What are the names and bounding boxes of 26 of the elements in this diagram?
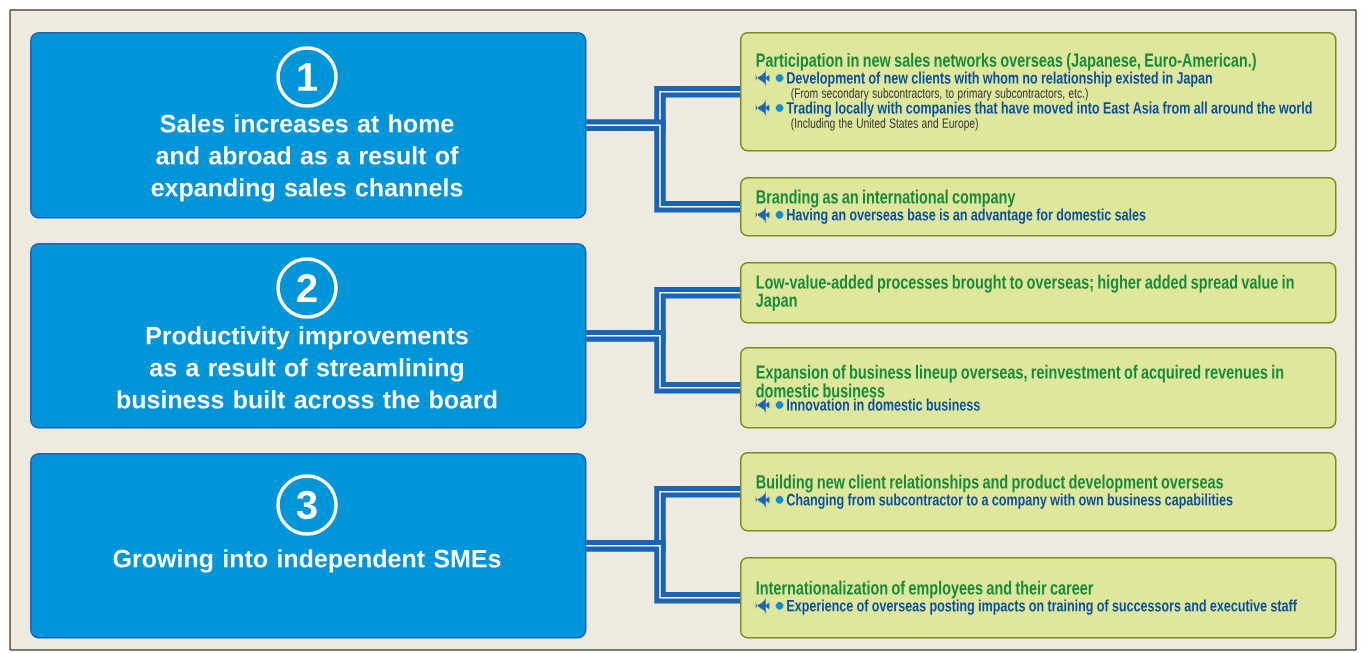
box-title: Sales increases at home and abroad as a result of expanding sales channels bbox=[151, 114, 463, 202]
heading: Branding as an international company bbox=[756, 189, 1016, 208]
bullet-text: Changing from subcontractor to a company with own business capabilities bbox=[786, 493, 1233, 509]
note: (From secondary subcontractors, to primary subcontractors, etc.) bbox=[791, 88, 1088, 101]
bullet-text: Trading locally with companies that have moved into East Asia from all around the world bbox=[786, 101, 1312, 117]
box-title: Growing into independent SMEs bbox=[113, 549, 501, 573]
heading: Internationalization of employees and their career bbox=[756, 580, 1094, 599]
heading: Expansion of business lineup overseas, reinvestment of acquired revenues in domestic business bbox=[756, 364, 1284, 398]
connector bbox=[585, 540, 741, 604]
heading: Participation in new sales networks overseas (Japanese, Euro-American.) bbox=[756, 52, 1256, 71]
bullet-text: Experience of overseas posting impacts on training of successors and executive staff bbox=[787, 599, 1297, 615]
heading: Building new client relationships and product development overseas bbox=[756, 474, 1223, 493]
bullet-text: Development of new clients with whom no relationship existed in Japan bbox=[787, 71, 1212, 87]
info-box bbox=[740, 452, 1337, 532]
bullet-text: Innovation in domestic business bbox=[787, 398, 980, 411]
info-box bbox=[740, 32, 1337, 152]
bullet-text: Having an overseas base is an advantage for domestic sales bbox=[787, 208, 1146, 224]
info-box bbox=[740, 262, 1337, 324]
info-box bbox=[740, 347, 1337, 429]
connector bbox=[585, 330, 741, 394]
connector bbox=[585, 119, 741, 213]
note: (Including the United States and Europe) bbox=[791, 118, 978, 131]
info-box bbox=[740, 557, 1337, 639]
heading: Low-value-added processes brought to overseas; higher added spread value in Japan bbox=[756, 274, 1294, 311]
box-title: Productivity improvements as a result of streamlining business built across the board bbox=[117, 326, 497, 409]
info-box bbox=[740, 177, 1337, 237]
